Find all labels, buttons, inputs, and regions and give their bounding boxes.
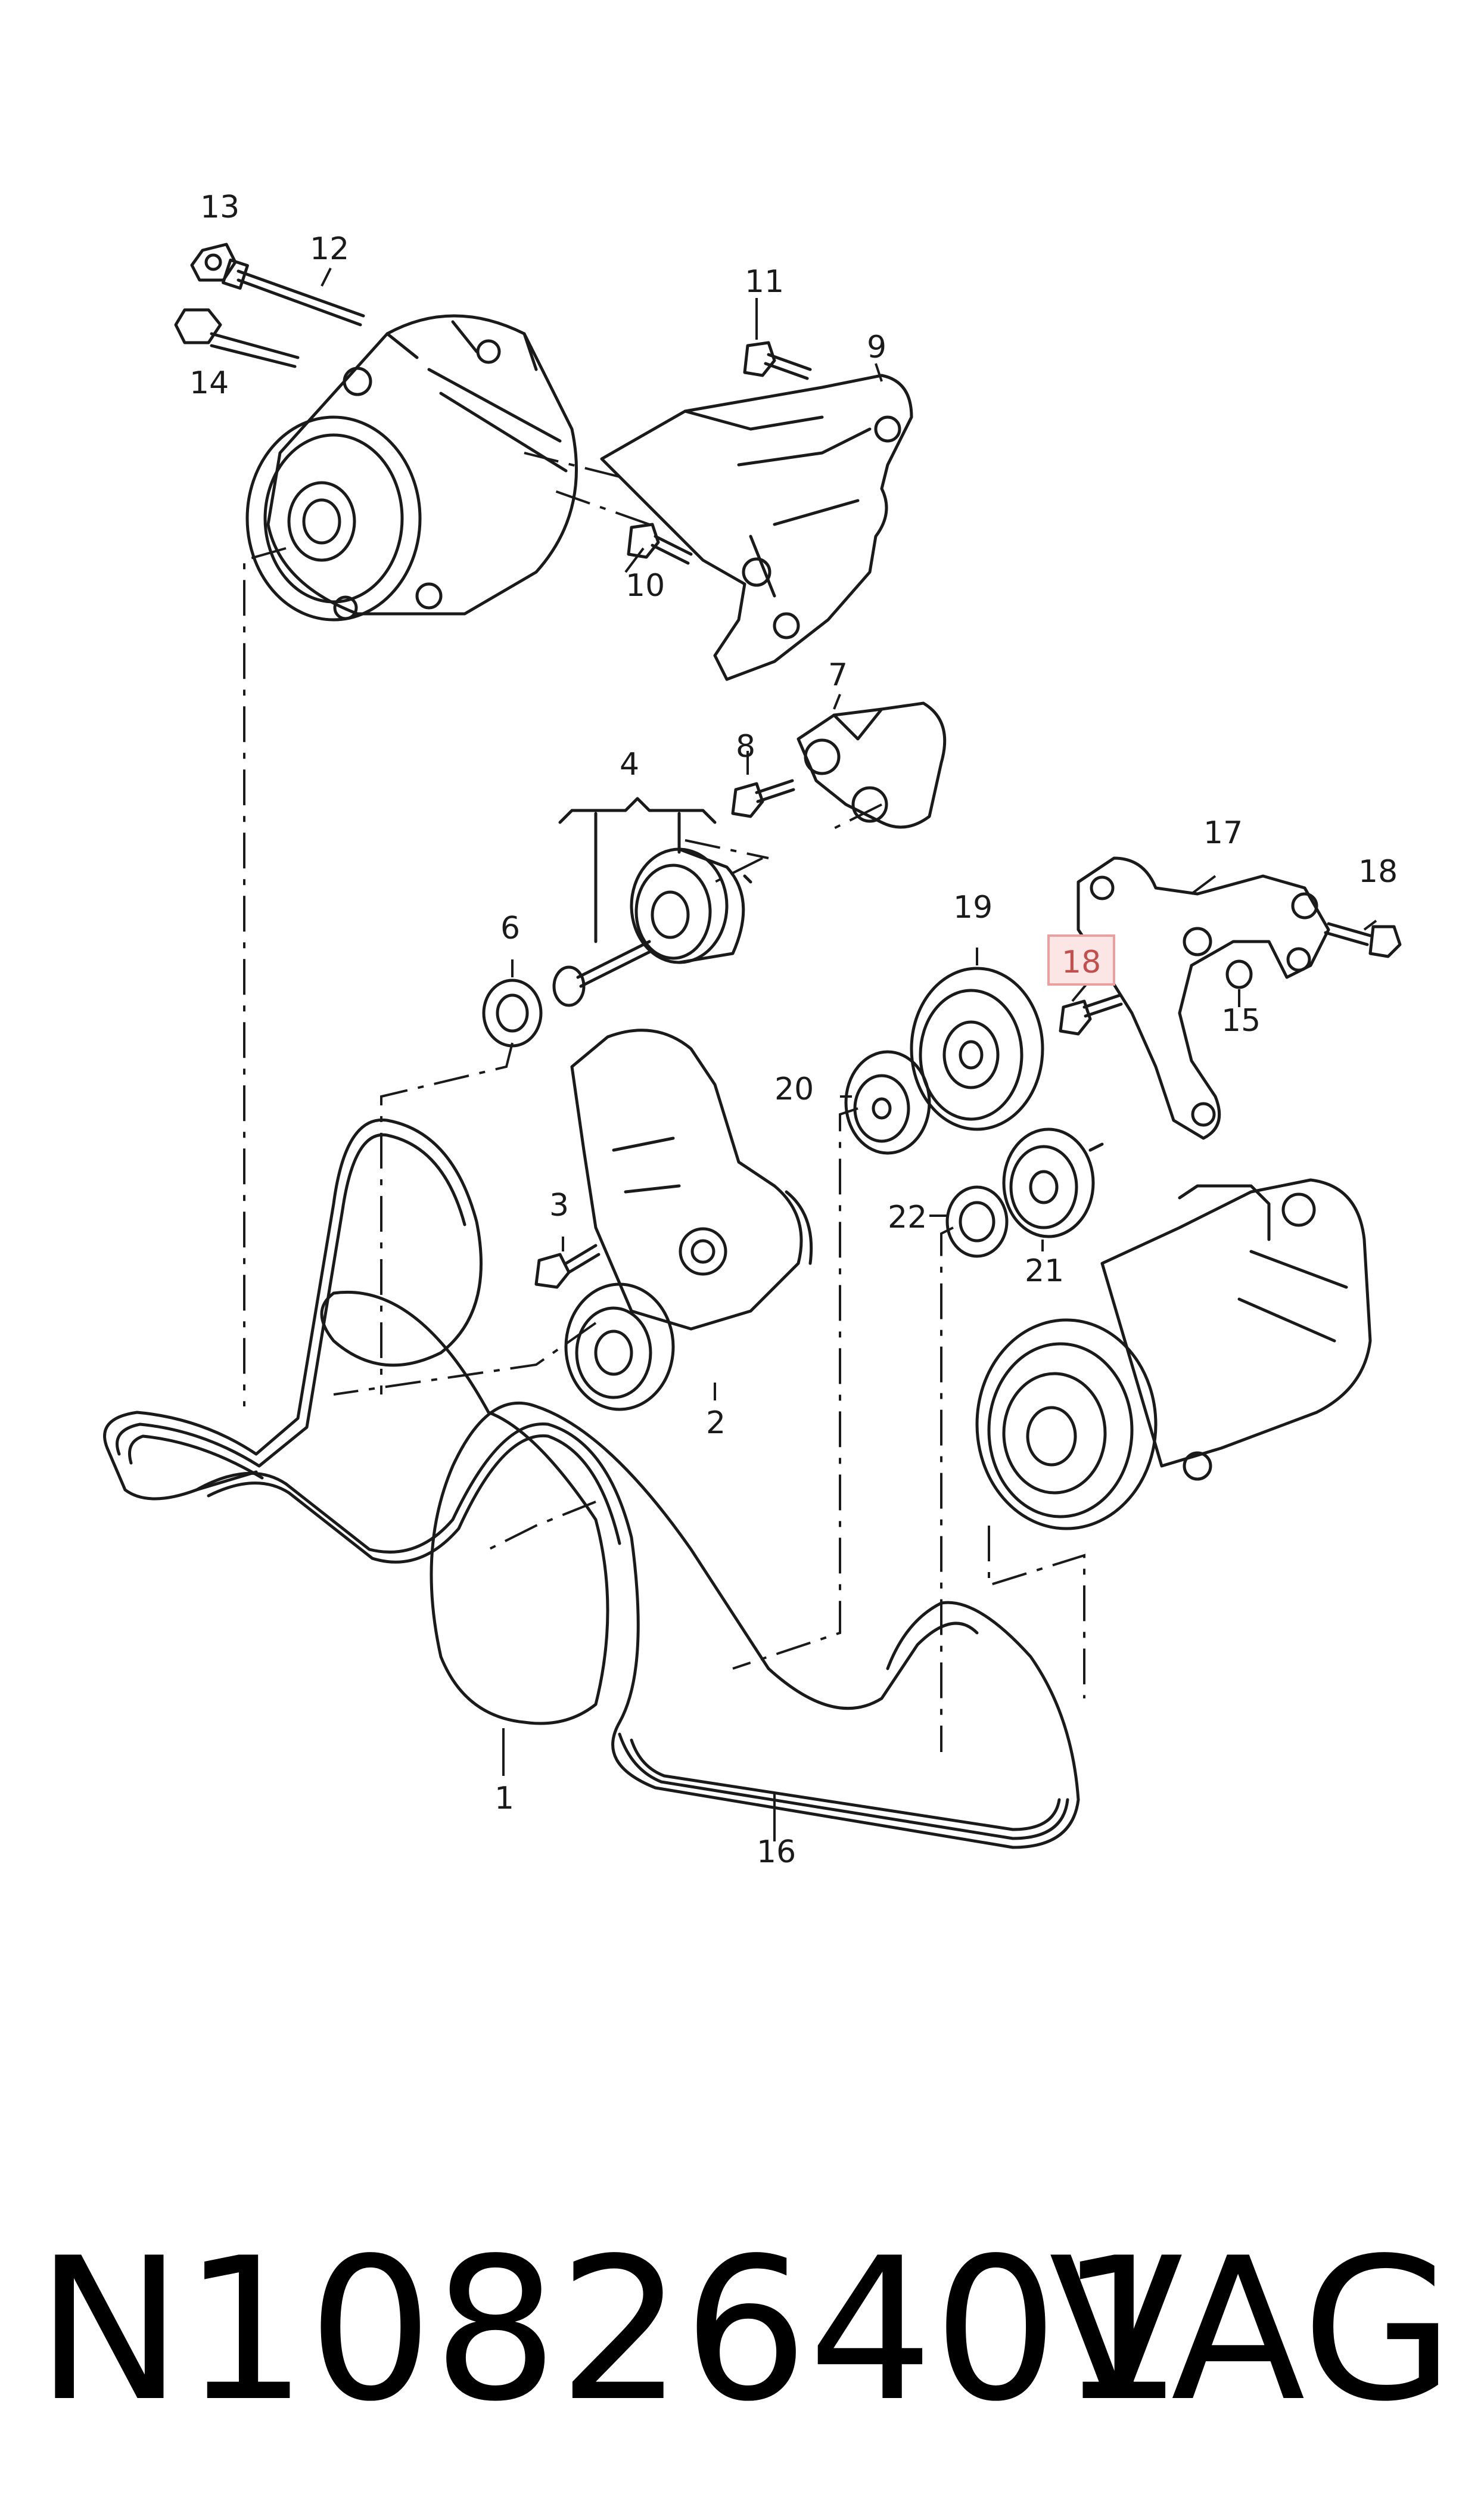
highlight-box: [1047, 934, 1115, 986]
tensioner-bracket: [797, 701, 947, 829]
callout-8: 8: [736, 729, 755, 765]
callout-3: 3: [549, 1188, 569, 1223]
callout-21: 21: [1025, 1253, 1064, 1289]
callout-12: 12: [310, 231, 349, 267]
leader-4: [594, 812, 681, 943]
callout-19: 19: [953, 890, 993, 925]
idler-pulley-20: [844, 1050, 931, 1155]
bolt-8: [731, 779, 795, 818]
callout-2: 2: [706, 1405, 726, 1441]
idler-roller-4: [630, 847, 752, 964]
bolt-18-left: [1059, 993, 1123, 1036]
washer-6: [482, 979, 543, 1048]
ac-compressor: [975, 1178, 1372, 1530]
part-number: N10826401: [36, 2216, 1184, 2445]
bolt-3: [534, 1244, 601, 1289]
bracket-4: [558, 797, 717, 824]
callout-14: 14: [189, 365, 229, 401]
belt-tensioner: [564, 1029, 813, 1411]
spacer-22: [945, 1185, 1009, 1258]
alternator: [245, 314, 578, 622]
brand-label: VAG: [1049, 2216, 1454, 2445]
callout-9: 9: [867, 330, 886, 365]
compressor-bracket: [1077, 856, 1330, 1140]
callout-20: 20: [774, 1071, 814, 1107]
idler-roller-21: [1002, 1128, 1104, 1238]
bolt-12: [222, 258, 365, 327]
belt-1: [103, 1118, 979, 1725]
callout-15: 15: [1221, 1003, 1261, 1039]
callout-7: 7: [828, 657, 848, 693]
belt-16: [195, 1422, 1080, 1849]
callout-13: 13: [200, 190, 239, 225]
callout-16: 16: [757, 1834, 796, 1870]
callout-10: 10: [626, 568, 665, 604]
callout-11: 11: [745, 264, 784, 300]
idler-roller-19: [910, 967, 1044, 1131]
callout-17: 17: [1203, 815, 1243, 851]
callout-18-right: 18: [1358, 854, 1398, 890]
bolt-4: [552, 940, 654, 1007]
bolt-11: [743, 341, 812, 380]
bolt-18-right: [1324, 922, 1402, 958]
callout-6: 6: [500, 911, 520, 946]
callout-1: 1: [494, 1781, 514, 1816]
callout-4: 4: [620, 747, 639, 782]
washer-15: [1225, 959, 1253, 989]
nut-13: [190, 243, 237, 282]
bolt-14: [174, 308, 300, 368]
alternator-bracket: [600, 374, 913, 681]
callout-22: 22: [888, 1200, 927, 1235]
callout-18-highlighted: 18: [1062, 945, 1101, 980]
